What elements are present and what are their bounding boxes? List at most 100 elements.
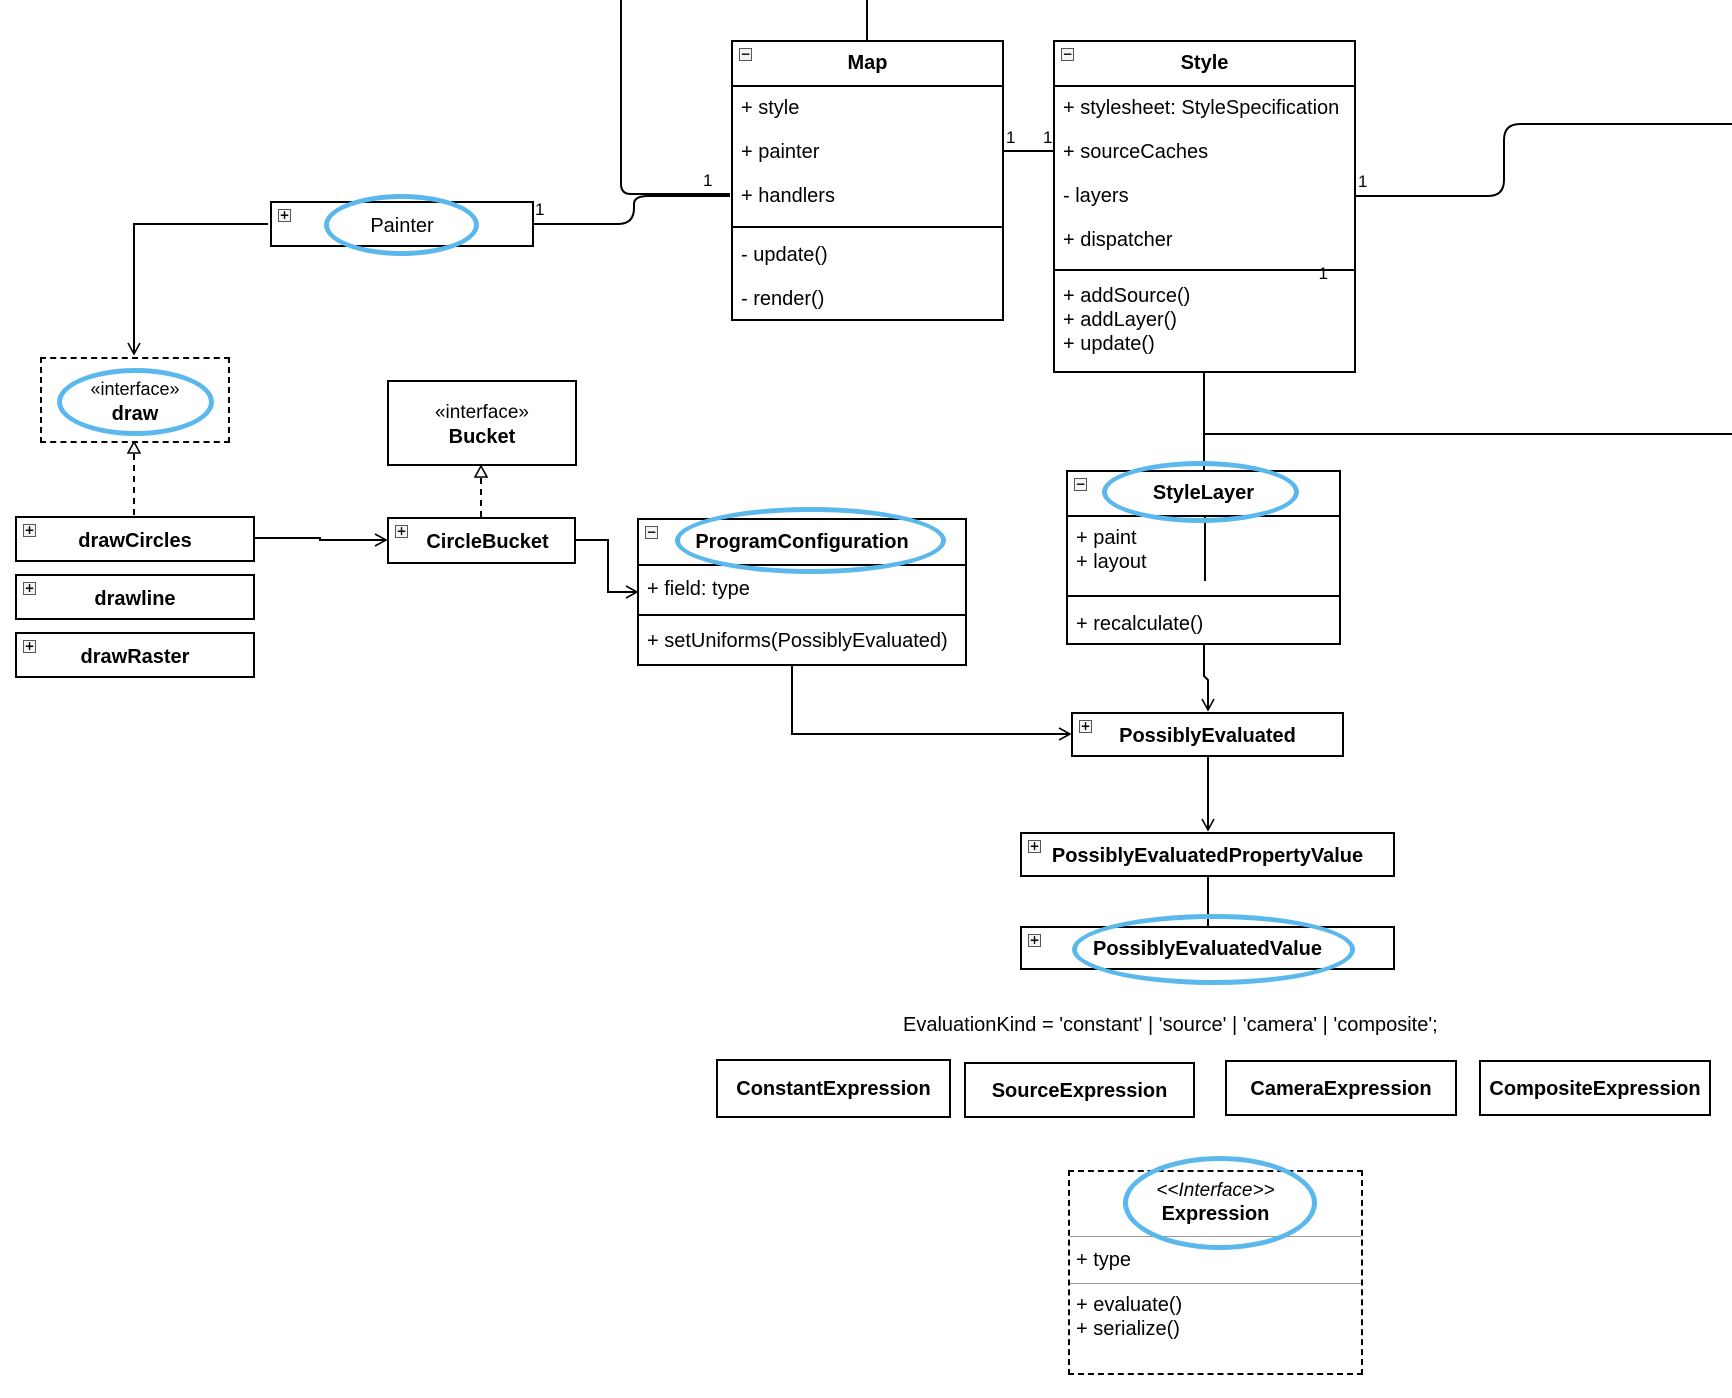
possiblyevaluatedvalue-class[interactable]: + PossiblyEvaluatedValue	[1020, 926, 1395, 970]
stylelayer-class[interactable]: − StyleLayer + paint + layout + recalcul…	[1066, 470, 1341, 645]
multiplicity-label: 1	[703, 171, 713, 190]
compositeexpression-class-name: CompositeExpression	[1489, 1078, 1701, 1100]
expand-icon[interactable]: +	[1028, 839, 1041, 853]
sourceexpression-class-name: SourceExpression	[991, 1080, 1168, 1102]
programconfiguration-methods: + setUniforms(PossiblyEvaluated)	[639, 616, 965, 664]
expand-icon[interactable]: +	[1079, 719, 1092, 733]
style-method: + addSource()	[1063, 285, 1191, 307]
sourceexpression-class[interactable]: SourceExpression	[964, 1062, 1195, 1118]
multiplicity-label: 1	[1006, 128, 1016, 147]
draw-interface-stereotype: «interface»	[90, 379, 180, 399]
collapse-icon[interactable]: −	[1074, 477, 1087, 491]
constantexpression-class-name: ConstantExpression	[736, 1078, 931, 1100]
drawcircles-class[interactable]: + drawCircles	[15, 516, 255, 562]
programconfiguration-attribute: + field: type	[647, 578, 750, 600]
style-method: + update()	[1063, 333, 1155, 355]
map-attribute: + painter	[741, 141, 820, 163]
possiblyevaluatedvalue-class-name: PossiblyEvaluatedValue	[1093, 938, 1322, 960]
multiplicity-label: 1	[1043, 128, 1053, 147]
stylelayer-attributes: + paint + layout	[1068, 517, 1339, 597]
programconfiguration-class[interactable]: − ProgramConfiguration + field: type + s…	[637, 518, 967, 666]
expand-icon[interactable]: +	[1028, 933, 1041, 947]
stylelayer-inner-line	[1204, 517, 1206, 581]
expression-interface-attribute: + type	[1076, 1249, 1132, 1271]
expression-interface-header: <<Interface>> Expression	[1070, 1172, 1361, 1237]
drawcircles-circlebucket-arrow	[254, 533, 388, 547]
style-class[interactable]: − Style + stylesheet: StyleSpecification…	[1053, 40, 1356, 373]
style-attribute: + stylesheet: StyleSpecification	[1063, 97, 1340, 119]
stylelayer-class-name: StyleLayer	[1152, 482, 1255, 504]
possiblyevaluatedpropertyvalue-class[interactable]: + PossiblyEvaluatedPropertyValue	[1020, 832, 1395, 877]
style-attribute: + sourceCaches	[1063, 141, 1209, 163]
programconfiguration-method: + setUniforms(PossiblyEvaluated)	[647, 630, 948, 652]
expand-icon[interactable]: +	[23, 523, 36, 537]
multiplicity-label: 1	[1318, 264, 1328, 283]
style-attributes: + stylesheet: StyleSpecification + sourc…	[1055, 87, 1354, 283]
painter-class[interactable]: + Painter	[270, 201, 534, 247]
draw-interface[interactable]: «interface» draw	[40, 357, 230, 443]
map-attribute: + handlers	[741, 185, 835, 207]
map-class[interactable]: − Map + style + painter + handlers - upd…	[731, 40, 1004, 321]
expression-interface-attributes: + type	[1070, 1237, 1361, 1284]
stylelayer-method: + recalculate()	[1076, 613, 1204, 635]
programconfiguration-attributes: + field: type	[639, 566, 965, 616]
map-attributes: + style + painter + handlers	[733, 87, 1002, 228]
map-class-name: Map	[847, 52, 888, 74]
painter-map-association	[533, 195, 730, 225]
map-methods: - update() - render()	[733, 228, 1002, 319]
style-class-name: Style	[1180, 52, 1229, 74]
cameraexpression-class-name: CameraExpression	[1250, 1078, 1432, 1100]
style-method: + addLayer()	[1063, 309, 1177, 331]
drawline-class-name: drawline	[94, 588, 176, 610]
stylelayer-possiblyevaluated-arrow	[1201, 644, 1215, 712]
collapse-icon[interactable]: −	[739, 47, 752, 61]
collapse-icon[interactable]: −	[645, 525, 658, 539]
constantexpression-class[interactable]: ConstantExpression	[716, 1059, 951, 1118]
possiblyevaluated-class-name: PossiblyEvaluated	[1119, 725, 1296, 747]
circlebucket-programconfig-arrow	[575, 539, 639, 599]
bucket-interface-name: Bucket	[448, 426, 516, 448]
circlebucket-class[interactable]: + CircleBucket	[387, 517, 576, 564]
programconfiguration-class-name: ProgramConfiguration	[695, 531, 909, 553]
expand-icon[interactable]: +	[278, 208, 291, 222]
expression-interface-method: + serialize()	[1076, 1318, 1180, 1340]
map-method: - render()	[741, 288, 825, 310]
style-methods: + addSource() + addLayer() + update()	[1055, 271, 1354, 371]
draw-interface-name: draw	[111, 403, 159, 425]
style-class-header: − Style	[1055, 42, 1354, 87]
multiplicity-label: 1	[535, 200, 545, 219]
possiblyevaluated-class[interactable]: + PossiblyEvaluated	[1071, 712, 1344, 757]
evaluation-kind-text: EvaluationKind = 'constant' | 'source' |…	[903, 1014, 1438, 1036]
line-top-left	[620, 0, 730, 195]
drawline-class[interactable]: + drawline	[15, 574, 255, 620]
painter-draw-arrow	[127, 223, 268, 356]
bucket-interface-stereotype: «interface»	[434, 402, 529, 423]
expression-interface-method: + evaluate()	[1076, 1294, 1183, 1316]
expression-interface-name: Expression	[1161, 1203, 1270, 1225]
expression-interface-methods: + evaluate() + serialize()	[1070, 1284, 1361, 1364]
programconfig-possiblyevaluated-arrow	[791, 664, 1072, 741]
expression-interface[interactable]: <<Interface>> Expression + type + evalua…	[1068, 1170, 1363, 1375]
compositeexpression-class[interactable]: CompositeExpression	[1479, 1060, 1711, 1116]
expand-icon[interactable]: +	[395, 524, 408, 538]
map-class-header: − Map	[733, 42, 1002, 87]
programconfiguration-header: − ProgramConfiguration	[639, 520, 965, 566]
painter-class-name: Painter	[370, 215, 434, 237]
style-attribute: + dispatcher	[1063, 229, 1173, 251]
expression-interface-stereotype: <<Interface>>	[1156, 1180, 1275, 1201]
expand-icon[interactable]: +	[23, 581, 36, 595]
bucket-interface[interactable]: «interface» Bucket	[387, 380, 577, 466]
stylelayer-methods: + recalculate()	[1068, 597, 1339, 643]
circlebucket-class-name: CircleBucket	[426, 531, 549, 553]
map-attribute: + style	[741, 97, 800, 119]
cameraexpression-class[interactable]: CameraExpression	[1225, 1060, 1457, 1116]
expand-icon[interactable]: +	[23, 639, 36, 653]
drawraster-class[interactable]: + drawRaster	[15, 632, 255, 678]
collapse-icon[interactable]: −	[1061, 47, 1074, 61]
possiblyevaluatedpropertyvalue-class-name: PossiblyEvaluatedPropertyValue	[1051, 845, 1364, 867]
stylelayer-attribute: + layout	[1076, 551, 1147, 573]
style-right-association	[1355, 123, 1732, 197]
drawraster-class-name: drawRaster	[80, 646, 190, 668]
stylelayer-attribute: + paint	[1076, 527, 1137, 549]
style-attribute: - layers	[1063, 185, 1129, 207]
